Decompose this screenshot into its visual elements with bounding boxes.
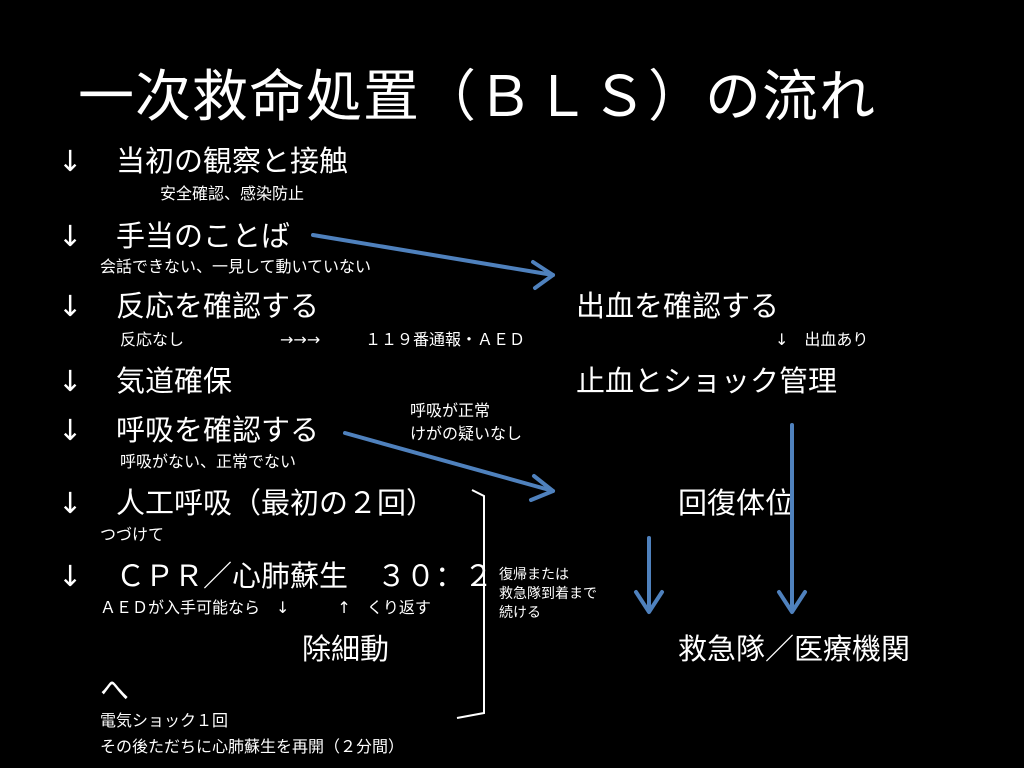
continue-note-line3: 続ける	[499, 605, 541, 621]
step-cpr-note: ＡＥＤが入手可能なら ↓ ↑ くり返す	[100, 598, 431, 617]
step-calling-out: 手当のことば	[116, 219, 291, 253]
arrow-down-hemostasis-to-ems-icon	[777, 423, 807, 614]
step-check-response-note: 反応なし	[120, 330, 185, 349]
step-check-breathing-note: 呼吸がない、正常でない	[120, 452, 297, 471]
flow-arrow-icon: ↓	[58, 144, 83, 178]
flow-arrow-icon: ↓	[58, 486, 83, 520]
recovery-position-label: 回復体位	[678, 486, 795, 520]
triple-arrow-icon: →→→	[280, 330, 321, 349]
flow-arrow-icon: ↓	[58, 364, 83, 398]
page-title: 一次救命処置（ＢＬＳ）の流れ	[78, 65, 876, 130]
defibrillation-to: へ	[100, 673, 130, 707]
continue-note-line1: 復帰または	[499, 567, 569, 583]
flow-arrow-icon: ↓	[58, 219, 83, 253]
bleeding-found-note: ↓ 出血あり	[775, 330, 869, 349]
step-check-breathing: 呼吸を確認する	[116, 413, 320, 447]
continue-note-line2: 救急隊到着まで	[499, 586, 597, 602]
arrow-to-recovery-position-icon	[343, 431, 555, 502]
defibrillation-label: 除細動	[302, 632, 390, 666]
defibrillation-note-resume: その後ただちに心肺蘇生を再開（２分間）	[100, 737, 405, 756]
arrow-down-recovery-to-ems-icon	[634, 536, 664, 614]
step-rescue-breaths: 人工呼吸（最初の２回）	[116, 486, 436, 520]
ems-label: 救急隊／医療機関	[678, 632, 911, 666]
breathing-ok-note-line2: けがの疑いなし	[410, 424, 523, 443]
flow-arrow-icon: ↓	[58, 559, 83, 593]
step-check-response: 反応を確認する	[116, 289, 320, 323]
breathing-ok-note-line1: 呼吸が正常	[410, 401, 491, 420]
bleeding-check-label: 出血を確認する	[576, 289, 780, 323]
flow-arrow-icon: ↓	[58, 289, 83, 323]
step-cpr: ＣＰＲ／心肺蘇生 ３０：２	[116, 559, 494, 593]
hemostasis-label: 止血とショック管理	[576, 364, 838, 398]
arrow-to-bleeding-check-icon	[311, 233, 555, 290]
step-rescue-breaths-note: つづけて	[100, 525, 165, 544]
step-check-response-action: １１９番通報・ＡＥＤ	[365, 330, 526, 349]
step-airway: 気道確保	[116, 364, 233, 398]
step-initial-contact-note: 安全確認、感染防止	[160, 184, 305, 203]
step-initial-contact: 当初の観察と接触	[116, 144, 349, 178]
step-calling-out-note: 会話できない、一見して動いていない	[100, 257, 372, 276]
flow-arrow-icon: ↓	[58, 413, 83, 447]
repeat-bracket	[456, 489, 485, 719]
defibrillation-note-shock: 電気ショック１回	[100, 711, 229, 730]
